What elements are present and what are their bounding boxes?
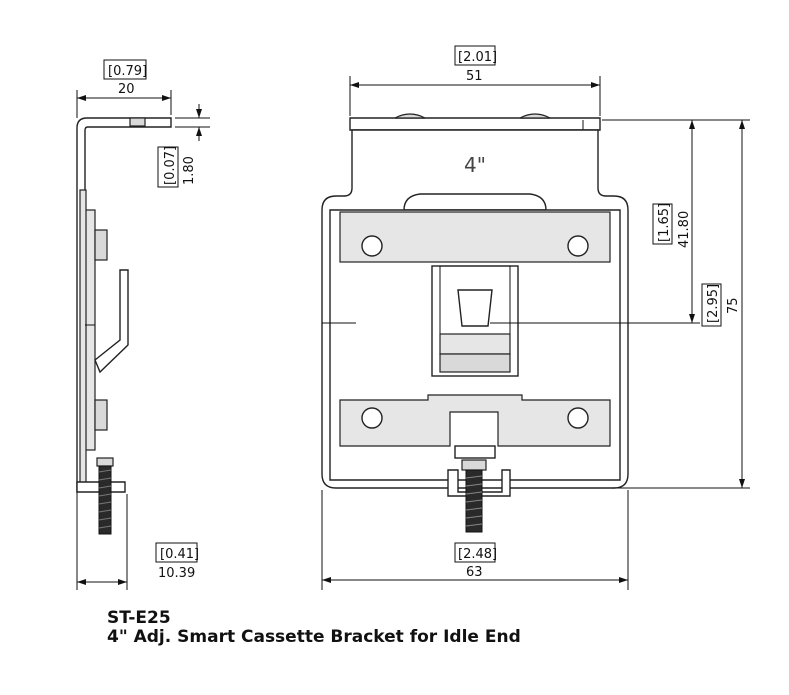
dim-front-top-width: [2.01] 51 (349, 45, 601, 116)
dim-side-bottom: [0.41] 10.39 (76, 492, 199, 590)
dim-side-lip-mm: 1.80 (182, 156, 197, 185)
dim-side-width-mm: 20 (118, 82, 135, 97)
dim-front-center-height: [1.65] 41.80 (490, 119, 750, 324)
technical-drawing: [0.79] 20 [0.07] 1.80 [0.41] 10.39 (76, 45, 750, 590)
dim-front-total-height-inch: [2.95] (706, 284, 721, 323)
dim-side-bottom-inch: [0.41] (160, 547, 199, 562)
dim-front-center-height-mm: 41.80 (677, 211, 692, 248)
dim-front-total-height: [2.95] 75 (612, 120, 750, 489)
dim-front-bottom-width: [2.48] 63 (321, 490, 629, 590)
dim-side-lip-inch: [0.07] (163, 146, 178, 185)
size-label: 4" (464, 153, 486, 177)
dim-front-total-height-mm: 75 (726, 297, 741, 314)
dim-side-width-inch: [0.79] (108, 64, 147, 79)
dim-front-bottom-width-inch: [2.48] (458, 547, 497, 562)
part-description: 4" Adj. Smart Cassette Bracket for Idle … (107, 627, 521, 647)
dim-front-center-height-inch: [1.65] (657, 203, 672, 242)
dim-front-top-width-mm: 51 (466, 69, 483, 84)
part-number: ST-E25 (107, 608, 171, 628)
dim-front-bottom-width-mm: 63 (466, 565, 483, 580)
side-view (76, 117, 172, 535)
front-view: 4" (321, 113, 629, 533)
dim-side-bottom-mm: 10.39 (158, 566, 195, 581)
dim-front-top-width-inch: [2.01] (458, 50, 497, 65)
dim-side-width: [0.79] 20 (76, 59, 172, 118)
dim-side-lip: [0.07] 1.80 (157, 104, 210, 188)
